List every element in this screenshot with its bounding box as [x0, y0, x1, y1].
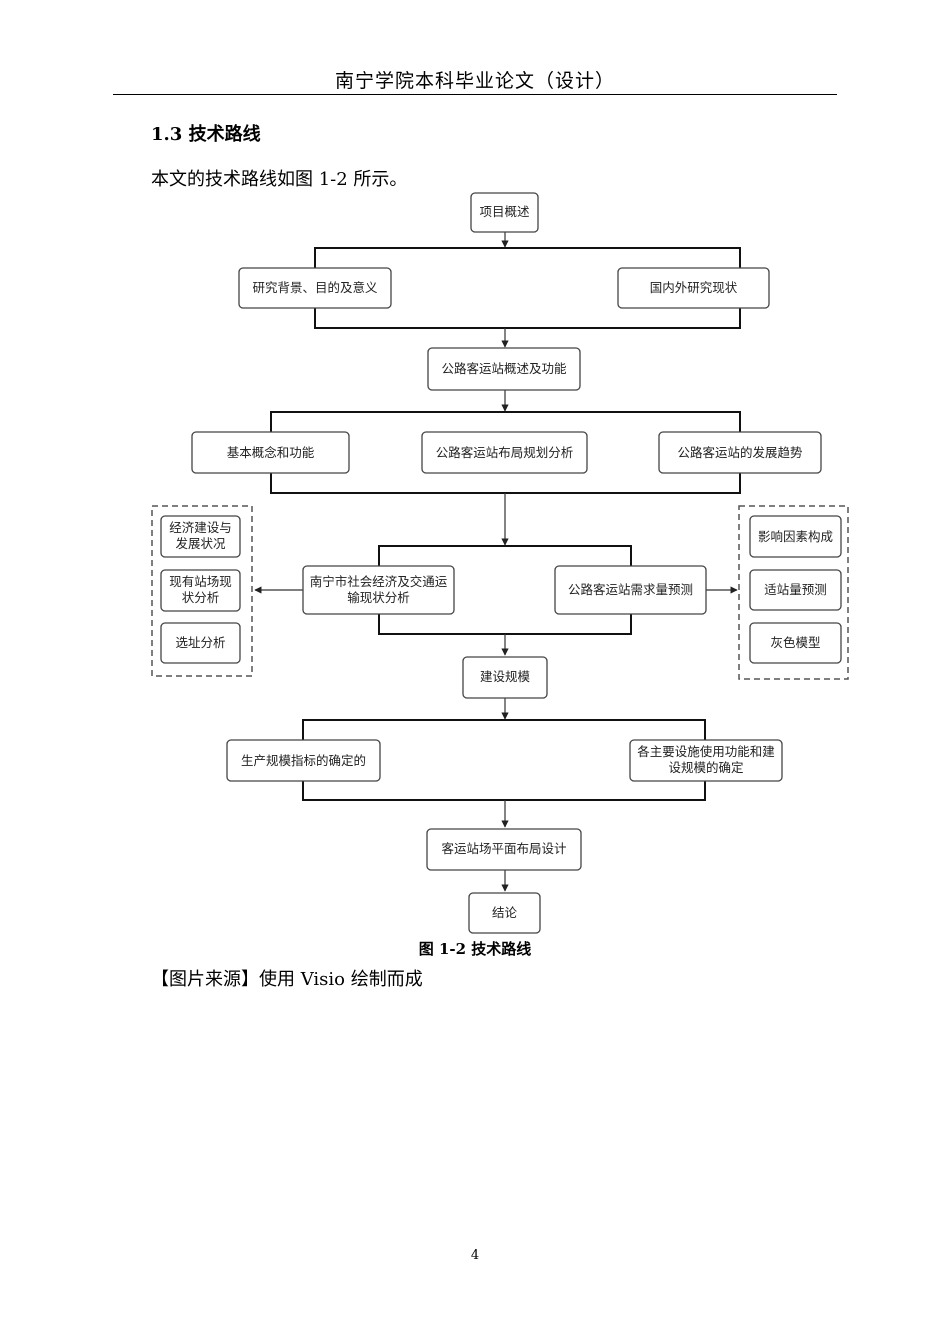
- section-heading: 1.3 技术路线: [151, 124, 261, 145]
- node-facilities: 各主要设施使用功能和建 设规模的确定: [629, 739, 783, 782]
- node-plan-design: 客运站场平面布局设计: [426, 828, 582, 871]
- node-econ-development: 经济建设与 发展状况: [160, 515, 241, 558]
- node-plan-design-label: 客运站场平面布局设计: [441, 841, 566, 856]
- node-existing-stations: 现有站场现 状分析: [160, 569, 241, 612]
- page-header-title: 南宁学院本科毕业论文（设计）: [334, 70, 615, 92]
- node-scale: 建设规模: [462, 656, 548, 699]
- node-demand-forecast: 公路客运站需求量预测: [554, 565, 707, 615]
- node-basic-concept: 基本概念和功能: [191, 431, 350, 474]
- node-conclusion-label: 结论: [492, 905, 518, 920]
- node-existing-stations-label-1: 现有站场现: [169, 574, 232, 589]
- node-scale-label: 建设规模: [480, 669, 531, 684]
- node-econ-analysis: 南宁市社会经济及交通运 输现状分析: [302, 565, 455, 615]
- figure-caption: 图 1-2 技术路线: [418, 940, 532, 958]
- node-overview: 项目概述: [470, 192, 539, 233]
- figure-source: 【图片来源】使用 Visio 绘制而成: [151, 969, 423, 990]
- node-production-index: 生产规模指标的确定的: [226, 739, 381, 782]
- node-station-overview-label: 公路客运站概述及功能: [441, 361, 567, 376]
- node-layout-analysis-label: 公路客运站布局规划分析: [436, 445, 574, 460]
- page-number: 4: [470, 1248, 480, 1263]
- left-detail-group: [151, 505, 253, 677]
- node-grey-model: 灰色模型: [749, 622, 842, 664]
- node-layout-analysis: 公路客运站布局规划分析: [421, 431, 588, 474]
- header-rule: [113, 94, 837, 95]
- node-facilities-label-2: 设规模的确定: [668, 760, 743, 775]
- node-factors: 影响因素构成: [749, 515, 842, 558]
- flowchart-connectors: [254, 232, 741, 892]
- node-conclusion: 结论: [468, 892, 541, 934]
- node-econ-analysis-label-1: 南宁市社会经济及交通运: [310, 574, 448, 589]
- node-econ-development-label-2: 发展状况: [175, 536, 226, 551]
- node-background: 研究背景、目的及意义: [238, 267, 392, 309]
- node-status-quo: 国内外研究现状: [617, 267, 770, 309]
- node-station-volume-label: 适站量预测: [764, 582, 827, 597]
- node-trend-label: 公路客运站的发展趋势: [677, 445, 803, 460]
- node-background-label: 研究背景、目的及意义: [252, 280, 378, 295]
- node-econ-development-label-1: 经济建设与: [169, 520, 232, 535]
- node-trend: 公路客运站的发展趋势: [658, 431, 822, 474]
- node-grey-model-label: 灰色模型: [770, 635, 820, 650]
- node-site-selection-label: 选址分析: [175, 635, 225, 650]
- node-existing-stations-label-2: 状分析: [182, 590, 220, 605]
- intro-paragraph: 本文的技术路线如图 1-2 所示。: [151, 169, 408, 190]
- node-overview-label: 项目概述: [479, 204, 530, 219]
- node-status-quo-label: 国内外研究现状: [650, 280, 738, 295]
- node-production-index-label: 生产规模指标的确定的: [241, 753, 366, 768]
- node-station-volume: 适站量预测: [749, 569, 842, 611]
- right-detail-group: [738, 505, 849, 680]
- node-econ-analysis-label-2: 输现状分析: [347, 590, 410, 605]
- node-demand-forecast-label: 公路客运站需求量预测: [568, 582, 693, 597]
- node-site-selection: 选址分析: [160, 622, 241, 664]
- node-factors-label: 影响因素构成: [758, 529, 833, 544]
- node-facilities-label-1: 各主要设施使用功能和建: [637, 744, 775, 759]
- node-basic-concept-label: 基本概念和功能: [227, 445, 315, 460]
- node-station-overview: 公路客运站概述及功能: [427, 347, 581, 391]
